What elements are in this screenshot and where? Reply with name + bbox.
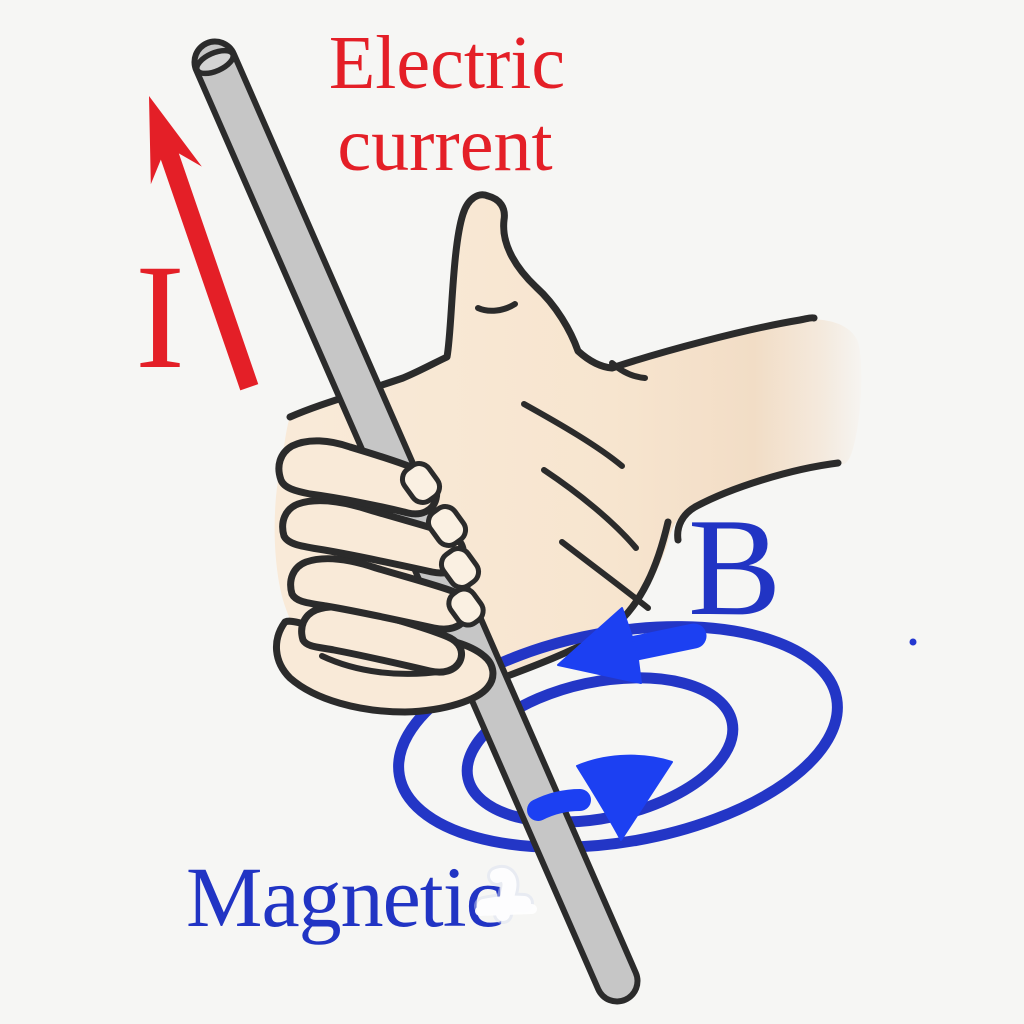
electric-current-line2: current <box>337 103 552 187</box>
pinky-fingernail <box>446 586 486 628</box>
magnetic-label: Magnetic <box>186 849 503 945</box>
middle-finger <box>279 497 467 577</box>
gripping-fingers <box>272 437 497 716</box>
rod-top-cap <box>194 47 236 77</box>
field-arrow-down-icon <box>576 754 673 841</box>
field-arrow-down-tail <box>527 789 591 821</box>
thumb-crease <box>475 301 518 314</box>
field-arrow-left-tail <box>623 623 707 661</box>
ring-fingernail <box>438 546 482 590</box>
electric-current-line1: Electric <box>329 21 565 105</box>
current-direction-arrow-icon <box>149 96 259 391</box>
thumb-and-arm-top-outline <box>286 191 818 421</box>
wrist-crease <box>609 360 648 381</box>
knuckle-crease-2 <box>541 467 639 551</box>
field-symbol-label: B <box>688 490 781 645</box>
field-arrow-left-icon <box>557 607 642 684</box>
stray-ink-dot <box>909 638 917 646</box>
middle-fingernail <box>425 504 469 548</box>
erased-letter-mark <box>474 864 537 924</box>
arm-bottom-outline <box>674 459 842 544</box>
current-arrow-shape <box>149 96 259 391</box>
field-direction-arrows <box>527 607 707 841</box>
current-symbol-label: I <box>135 234 185 400</box>
electric-current-label: Electric current <box>329 21 565 187</box>
index-fingernail <box>399 461 443 505</box>
knuckle-crease-1 <box>521 401 625 469</box>
knuckle-crease-3 <box>559 539 651 611</box>
